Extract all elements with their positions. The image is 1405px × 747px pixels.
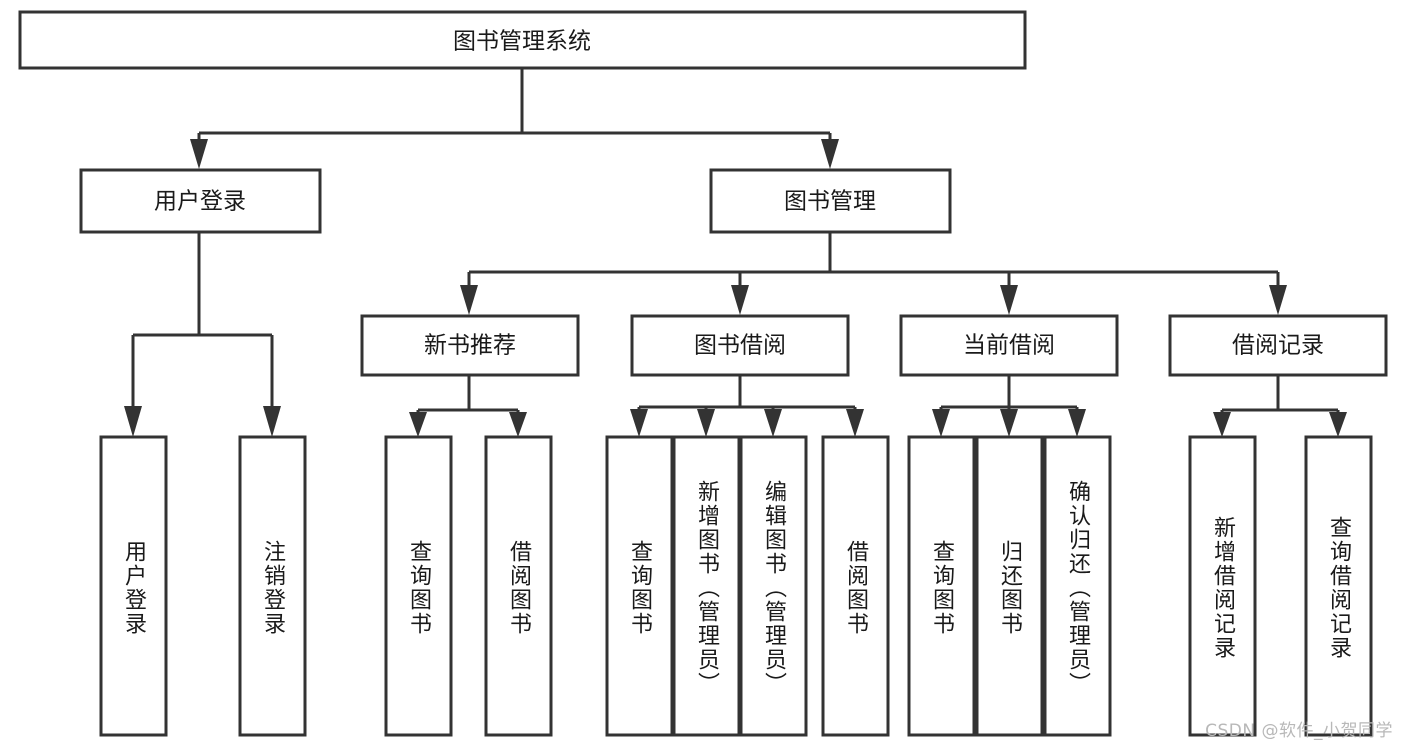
leaf-edit-book-label: 编辑图书（管理员） [761,480,787,696]
connector-group-new-book-rec [409,375,527,437]
leaf-user-login-box[interactable] [99,435,168,737]
arrow-bb-leaf-3 [764,409,782,437]
leaf-query-book-3-label: 查询图书 [929,540,955,636]
leaf-user-login-label: 用户登录 [121,540,147,636]
leaf-add-book-box[interactable] [672,435,741,737]
node-user-login[interactable]: 用户登录 [79,168,322,234]
arrow-br-leaf-1 [1213,412,1231,437]
arrow-user-login-leaf-1 [124,406,142,437]
node-book-manage-label: 图书管理 [784,189,876,215]
leaf-user-logout[interactable]: 注销登录 [238,435,307,737]
leaf-add-record[interactable]: 新增借阅记录 [1188,435,1257,737]
leaf-query-record-label: 查询借阅记录 [1326,516,1352,660]
arrow-bb-leaf-4 [846,409,864,437]
node-root-label: 图书管理系统 [453,29,591,55]
leaf-borrow-book-2[interactable]: 借阅图书 [821,435,890,737]
leaf-edit-book[interactable]: 编辑图书（管理员） [739,435,808,737]
arrow-cb-leaf-2 [1000,409,1018,437]
leaf-query-book-2[interactable]: 查询图书 [605,435,674,737]
arrow-root-to-user-login [190,139,208,169]
node-book-manage[interactable]: 图书管理 [709,168,952,234]
leaf-user-logout-box[interactable] [238,435,307,737]
node-user-login-label: 用户登录 [154,189,246,215]
node-book-manage-box[interactable] [709,168,952,234]
arrow-nbr-leaf-2 [509,412,527,437]
leaf-return-book[interactable]: 归还图书 [975,435,1044,737]
arrow-book-manage-borrow-record [1269,285,1287,315]
node-new-book-rec[interactable]: 新书推荐 [360,314,580,377]
leaf-user-logout-label: 注销登录 [260,540,286,636]
leaf-query-book-3-box[interactable] [907,435,976,737]
node-book-borrow-label: 图书借阅 [694,333,786,359]
arrow-br-leaf-2 [1329,412,1347,437]
node-current-borrow[interactable]: 当前借阅 [899,314,1119,377]
connector-group-borrow-record [1213,375,1347,437]
leaf-borrow-book-1[interactable]: 借阅图书 [484,435,553,737]
leaf-borrow-book-2-box[interactable] [821,435,890,737]
node-new-book-rec-label: 新书推荐 [424,333,516,359]
node-borrow-record-label: 借阅记录 [1232,333,1324,359]
leaf-user-login[interactable]: 用户登录 [99,435,168,737]
node-user-login-box[interactable] [79,168,322,234]
leaf-confirm-return-box[interactable] [1043,435,1112,737]
leaf-add-record-box[interactable] [1188,435,1257,737]
connector-group-current-borrow [932,375,1086,437]
arrow-cb-leaf-1 [932,409,950,437]
leaf-borrow-book-2-label: 借阅图书 [843,540,869,636]
leaf-borrow-book-1-box[interactable] [484,435,553,737]
arrow-bb-leaf-1 [630,409,648,437]
leaf-query-record[interactable]: 查询借阅记录 [1304,435,1373,737]
node-book-borrow-box[interactable] [630,314,850,377]
leaf-add-record-label: 新增借阅记录 [1210,516,1236,660]
leaf-return-book-box[interactable] [975,435,1044,737]
leaf-add-book-label: 新增图书（管理员） [694,480,720,696]
arrow-root-to-book-manage [821,139,839,169]
arrow-user-login-leaf-2 [263,406,281,437]
leaf-borrow-book-1-label: 借阅图书 [506,540,532,636]
leaf-confirm-return[interactable]: 确认归还（管理员） [1043,435,1112,737]
leaf-query-book-1-label: 查询图书 [406,540,432,636]
connector-group-root [190,68,839,169]
leaf-return-book-label: 归还图书 [997,540,1023,636]
connector-group-book-borrow [630,375,864,437]
node-book-borrow[interactable]: 图书借阅 [630,314,850,377]
leaf-query-book-3[interactable]: 查询图书 [907,435,976,737]
node-current-borrow-box[interactable] [899,314,1119,377]
leaf-confirm-return-label: 确认归还（管理员） [1065,480,1091,696]
leaf-query-book-2-label: 查询图书 [627,540,653,636]
node-current-borrow-label: 当前借阅 [963,333,1055,359]
node-root[interactable]: 图书管理系统 [18,10,1027,70]
node-borrow-record-box[interactable] [1168,314,1388,377]
leaf-query-record-box[interactable] [1304,435,1373,737]
arrow-book-manage-book-borrow [731,285,749,315]
node-new-book-rec-box[interactable] [360,314,580,377]
leaf-edit-book-box[interactable] [739,435,808,737]
node-borrow-record[interactable]: 借阅记录 [1168,314,1388,377]
arrow-book-manage-new-book-rec [460,285,478,315]
leaf-query-book-2-box[interactable] [605,435,674,737]
connector-group-user-login [124,232,281,437]
leaf-query-book-1[interactable]: 查询图书 [384,435,453,737]
leaf-query-book-1-box[interactable] [384,435,453,737]
arrow-bb-leaf-2 [697,409,715,437]
arrow-cb-leaf-3 [1068,409,1086,437]
connector-group-book-manage [460,232,1287,315]
node-root-box[interactable] [18,10,1027,70]
arrow-nbr-leaf-1 [409,412,427,437]
arrow-book-manage-current-borrow [1000,285,1018,315]
leaf-add-book[interactable]: 新增图书（管理员） [672,435,741,737]
